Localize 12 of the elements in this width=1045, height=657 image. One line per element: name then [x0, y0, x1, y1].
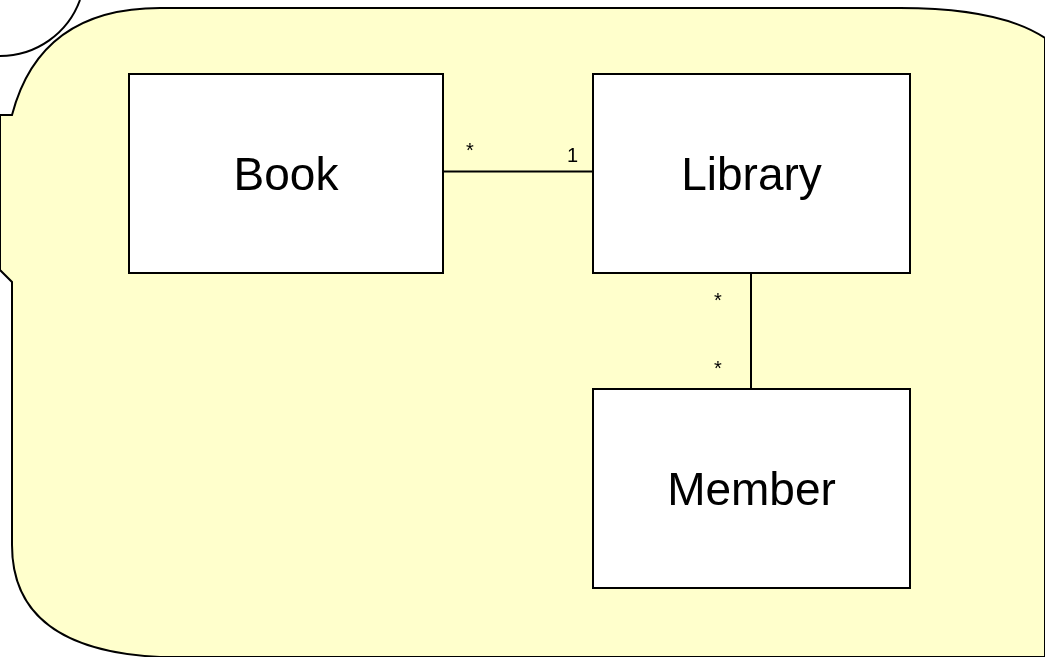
- class-name: Member: [667, 461, 836, 516]
- class-box: [592, 388, 911, 589]
- multiplicity-label: 1: [567, 145, 579, 165]
- association-line: [750, 273, 752, 389]
- class-box: [592, 73, 911, 274]
- multiplicity-label: *: [714, 290, 722, 310]
- class-name: Book: [233, 146, 339, 201]
- association-line: [443, 170, 593, 173]
- multiplicity-label: *: [466, 140, 474, 160]
- multiplicity-label: *: [714, 358, 722, 378]
- class-name: Library: [681, 146, 822, 201]
- class-box: [128, 73, 444, 274]
